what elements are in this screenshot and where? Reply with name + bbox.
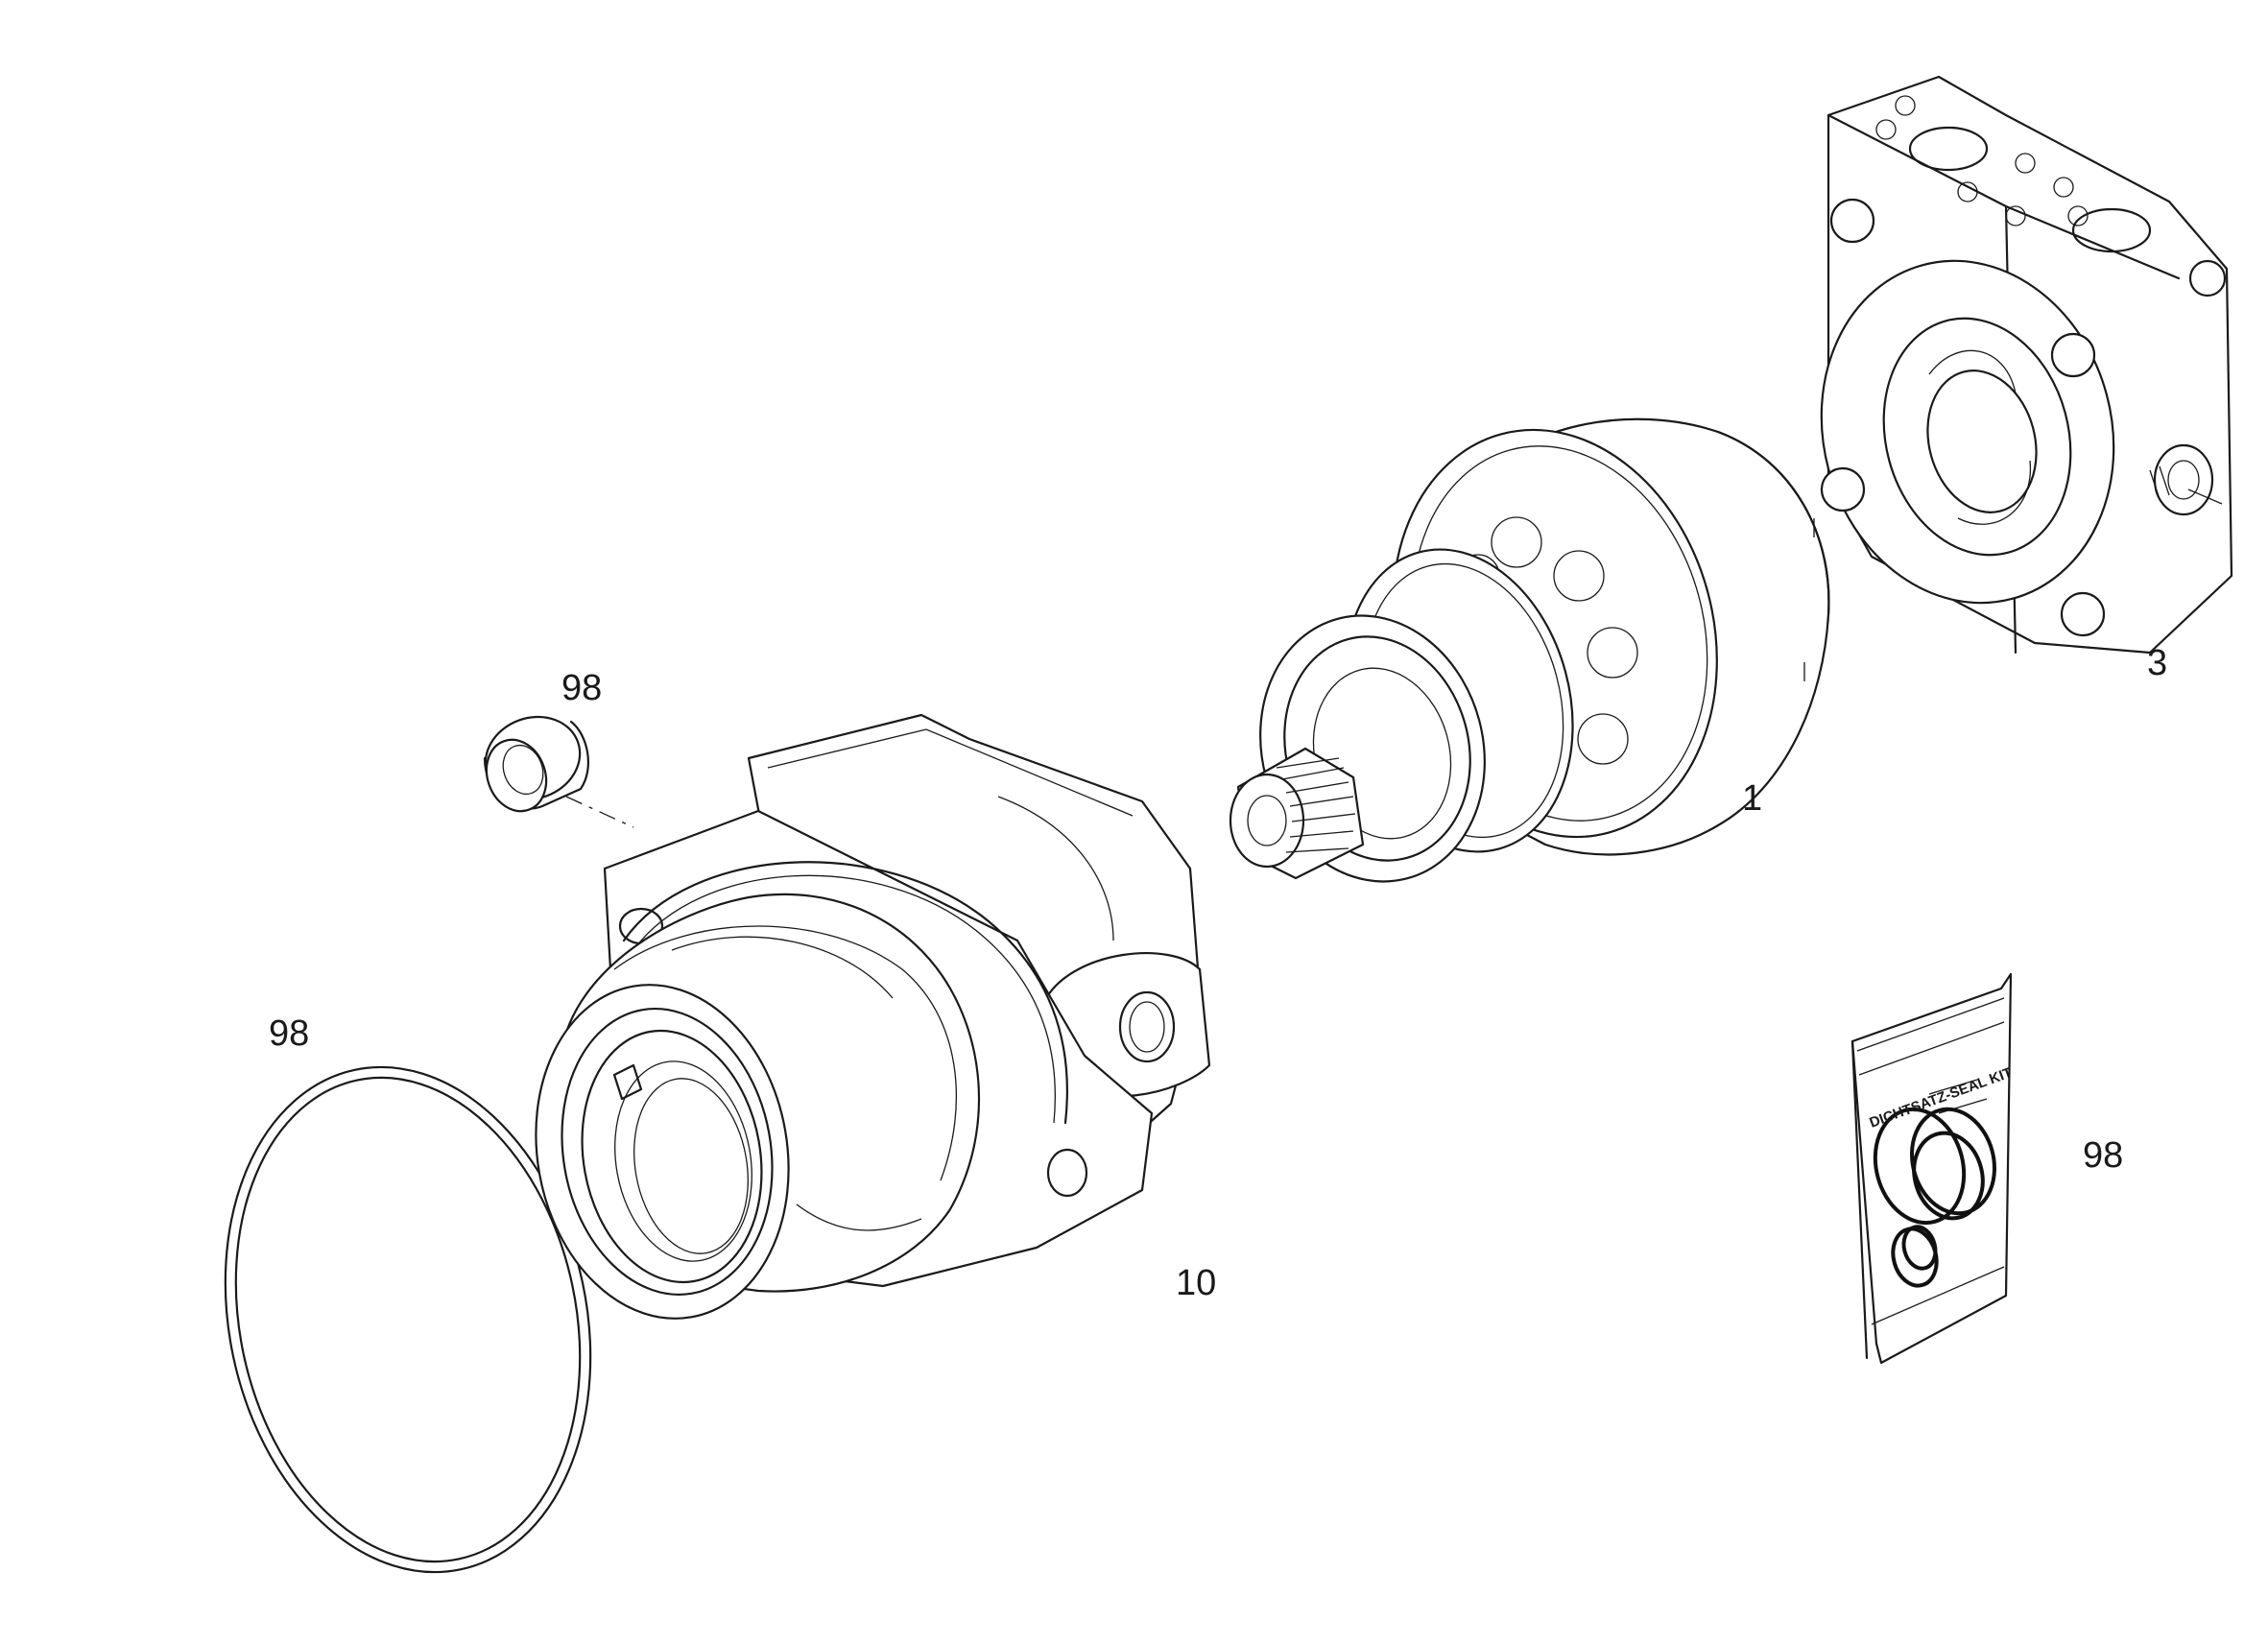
callout-port-plate: 3 xyxy=(2147,643,2168,683)
seal-kit-part[interactable] xyxy=(1850,972,2013,1365)
callout-plug: 98 xyxy=(561,668,603,708)
callout-seal-kit: 98 xyxy=(2083,1135,2124,1176)
housing-part[interactable] xyxy=(511,713,1211,1339)
callout-rotary-group: 1 xyxy=(1742,778,1763,819)
plug-part[interactable] xyxy=(474,703,634,828)
o-ring-part[interactable] xyxy=(180,1033,635,1607)
rotary-group-part[interactable] xyxy=(1229,393,1830,907)
callout-housing: 10 xyxy=(1176,1263,1217,1303)
callout-o-ring: 98 xyxy=(269,1013,310,1054)
port-plate-part[interactable] xyxy=(1784,75,2233,655)
